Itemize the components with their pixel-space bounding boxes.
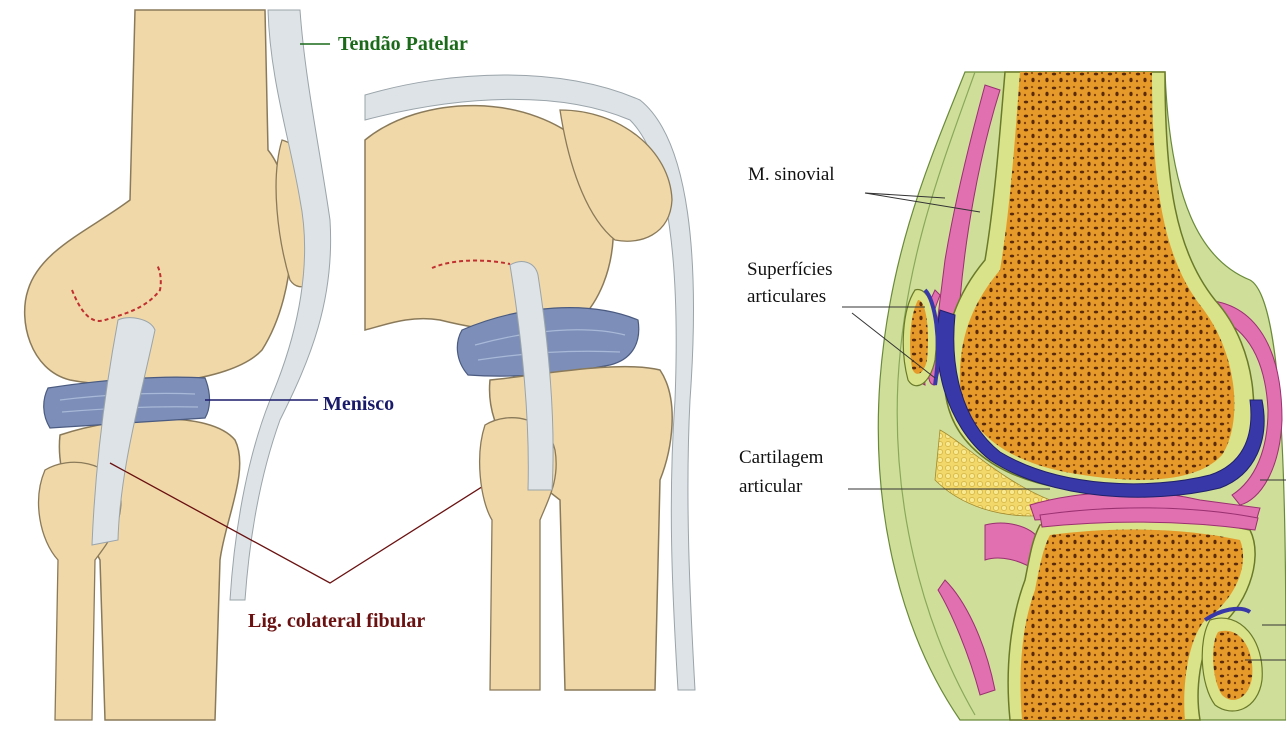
patellar-tendon [229,9,332,601]
label-fibular-collateral: Lig. colateral fibular [248,610,425,632]
label-cartilage-1: Cartilagem [739,447,824,468]
label-patellar-tendon: Tendão Patelar [338,33,468,55]
label-articular-surfaces-2: articulares [747,286,826,307]
tibia-spongy-bone [1020,529,1244,720]
middle-knee-flexed-view [364,74,696,691]
fibular-collateral-ligament [91,317,156,546]
tendon-arch [364,74,696,691]
femur-articular-cartilage [936,309,1265,498]
left-knee-lateral-view: Tendão Patelar Menisco Lig. colateral fi… [23,9,546,721]
label-cartilage-2: articular [739,476,803,497]
label-articular-surfaces-1: Superfícies [747,259,832,280]
femur-condyle [364,104,615,333]
collateral-ligament-flexed [509,261,554,491]
meniscus-flexed [456,307,640,377]
label-meniscus: Menisco [323,393,394,415]
femur-bone [23,9,293,386]
label-synovial: M. sinovial [748,164,835,185]
tibia-articular-cartilage [1039,507,1259,531]
right-knee-sagittal-section: M. sinovial Superfícies articulares Cart… [739,71,1286,721]
patella-flexed [559,109,673,242]
femur-spongy-bone [959,72,1235,480]
